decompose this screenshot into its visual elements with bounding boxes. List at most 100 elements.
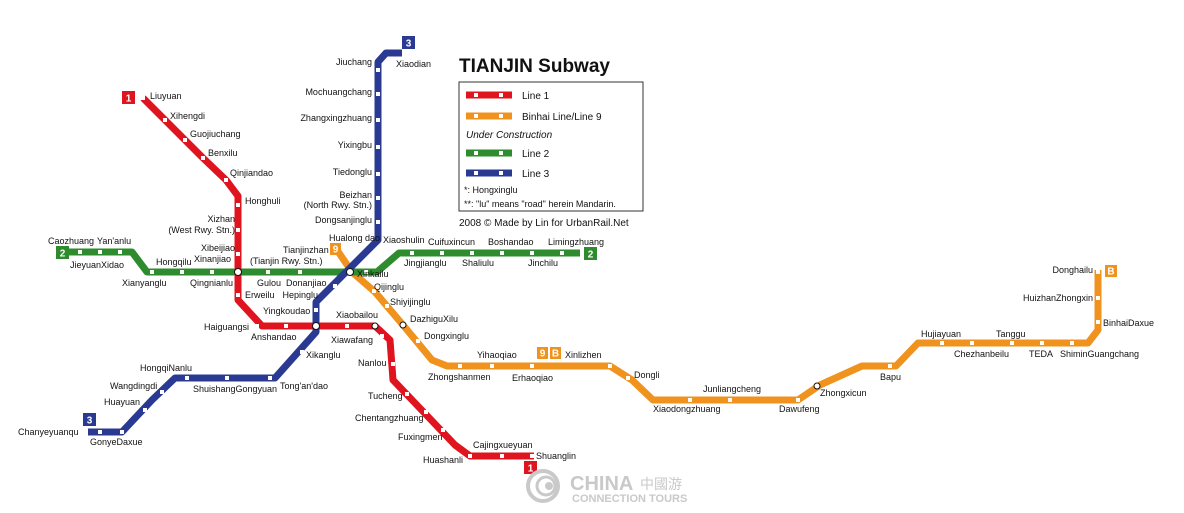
line9-station-labels: Hualong dao Qijinglu Shiyijinglu Dazhigu… xyxy=(329,233,1154,414)
interchange-markers xyxy=(234,268,821,390)
china-connection-tours-logo xyxy=(526,469,560,503)
station-label: Liuyuan xyxy=(150,91,182,101)
legend-line9: Binhai Line/Line 9 xyxy=(522,112,602,123)
station-label: Erhaoqiao xyxy=(512,373,553,383)
interchange-dongxinglu xyxy=(399,321,407,329)
map-credit: 2008 © Made by Lin for UrbanRail.Net xyxy=(459,218,629,229)
svg-text:9: 9 xyxy=(540,349,546,360)
line1-badge-south: 1 xyxy=(524,461,537,475)
station-label: Gulou xyxy=(257,278,281,288)
station-label: HongqiNanlu xyxy=(140,363,192,373)
station-label: Yingkoudao xyxy=(263,306,310,316)
line3-badge-north: 3 xyxy=(402,36,415,50)
svg-text:3: 3 xyxy=(406,39,412,50)
svg-text:2: 2 xyxy=(588,250,594,261)
svg-text:B: B xyxy=(1107,267,1114,278)
line2-badge-east: 2 xyxy=(584,247,597,261)
station-label: Shuanglin xyxy=(536,451,576,461)
station-label: Chentangzhuang xyxy=(355,413,424,423)
station-label: Xiawafang xyxy=(331,335,373,345)
station-label: Yihaoqiao xyxy=(477,350,517,360)
station-label: Zhongshanmen xyxy=(428,372,491,382)
station-label: Hujiayuan xyxy=(921,329,961,339)
station-label: Qijinglu xyxy=(374,282,404,292)
station-label: (Tianjin Rwy. Stn.) xyxy=(250,256,323,266)
legend-note-lu: **: "lu" means "road" herein Mandarin. xyxy=(464,199,616,209)
legend-line2: Line 2 xyxy=(522,149,550,160)
station-label: Hongqilu xyxy=(156,257,192,267)
station-label: Chezhanbeilu xyxy=(954,349,1009,359)
station-label: HuizhanZhongxin xyxy=(1023,293,1093,303)
station-label: Nanlou xyxy=(358,358,387,368)
station-label: Xizhan xyxy=(207,214,235,224)
station-label: Xinlizhen xyxy=(565,350,602,360)
line3-track xyxy=(88,49,402,436)
station-label: Jingjianglu xyxy=(404,258,447,268)
watermark-brand: CHINA xyxy=(570,473,633,495)
station-label: Cajingxueyuan xyxy=(473,440,533,450)
station-label: Honghuli xyxy=(245,196,281,206)
station-label: TEDA xyxy=(1029,349,1053,359)
station-label: Junliangcheng xyxy=(703,384,761,394)
legend-note-hongxinglu: *: Hongxinglu xyxy=(464,185,518,195)
station-label: Erweilu xyxy=(245,290,275,300)
svg-text:B: B xyxy=(552,349,559,360)
station-label: (West Rwy. Stn.) xyxy=(168,225,235,235)
station-label: Xikanglu xyxy=(306,350,341,360)
station-label: Huayuan xyxy=(104,397,140,407)
station-label: Dongsanjinglu xyxy=(315,215,372,225)
svg-text:3: 3 xyxy=(87,416,93,427)
interchange-xiaobailou xyxy=(371,322,379,330)
line2-station-labels: Caozhuang Yan'anlu JieyuanXidao Xianyang… xyxy=(48,235,604,288)
line1-badge-north: 1 xyxy=(122,91,135,105)
station-label: Yixingbu xyxy=(338,140,372,150)
line1-station-labels: Liuyuan Xihengdi Guojiuchang Benxilu Qin… xyxy=(150,91,576,465)
station-label: GonyeDaxue xyxy=(90,437,143,447)
station-label: Xiaoshulin xyxy=(383,235,425,245)
station-label: Donghailu xyxy=(1052,265,1093,275)
station-label: Mochuangchang xyxy=(305,87,372,97)
station-label: Tianjinzhan xyxy=(283,245,329,255)
interchange-yingkoudao xyxy=(312,322,320,330)
station-label: Boshandao xyxy=(488,237,534,247)
station-label: Donanjiao xyxy=(286,278,327,288)
station-label: Haiguangsi xyxy=(204,322,249,332)
station-label: Dongli xyxy=(634,370,660,380)
station-label: Zhongxicun xyxy=(820,388,867,398)
svg-text:1: 1 xyxy=(528,464,534,475)
station-label: Yan'anlu xyxy=(97,236,131,246)
line3-station-labels: Jiuchang Xiaodian Mochuangchang Zhangxin… xyxy=(18,57,431,447)
interchange-zhongxicun xyxy=(813,382,821,390)
binhai-badge-east: B xyxy=(1105,265,1117,278)
station-label: Jinchilu xyxy=(528,258,558,268)
legend-line1: Line 1 xyxy=(522,91,550,102)
line1-track xyxy=(140,95,534,460)
station-label: Xibeijiao xyxy=(201,243,235,253)
interchange-xinanjiao xyxy=(234,268,242,276)
map-title: TIANJIN Subway xyxy=(459,56,610,77)
station-label: Qinjiandao xyxy=(230,168,273,178)
station-label: Anshandao xyxy=(251,332,297,342)
station-label: Zhangxingzhuang xyxy=(300,113,372,123)
station-label: Caozhuang xyxy=(48,236,94,246)
station-label: Xiaobailou xyxy=(336,310,378,320)
interchange-tianjinzhan xyxy=(346,268,354,276)
station-label: Wangdingdi xyxy=(110,381,157,391)
svg-text:9: 9 xyxy=(333,245,339,256)
line9-badge-west: 9 xyxy=(330,243,341,256)
station-label: Xihengdi xyxy=(170,111,205,121)
station-label: Huashanli xyxy=(423,455,463,465)
watermark-chinese: 中國游 xyxy=(640,477,682,493)
station-label: Dawufeng xyxy=(779,404,820,414)
station-label: Cuifuxincun xyxy=(428,237,475,247)
legend-under-construction: Under Construction xyxy=(466,130,553,141)
station-label: Beizhan xyxy=(339,190,372,200)
station-markers xyxy=(78,68,1100,458)
station-label: BinhaiDaxue xyxy=(1103,318,1154,328)
station-label: ShuishangGongyuan xyxy=(193,384,277,394)
station-label: Shiyijinglu xyxy=(390,297,431,307)
station-label: Xiaodongzhuang xyxy=(653,404,721,414)
station-label: (North Rwy. Stn.) xyxy=(304,200,372,210)
station-label: Xianyanglu xyxy=(122,278,167,288)
